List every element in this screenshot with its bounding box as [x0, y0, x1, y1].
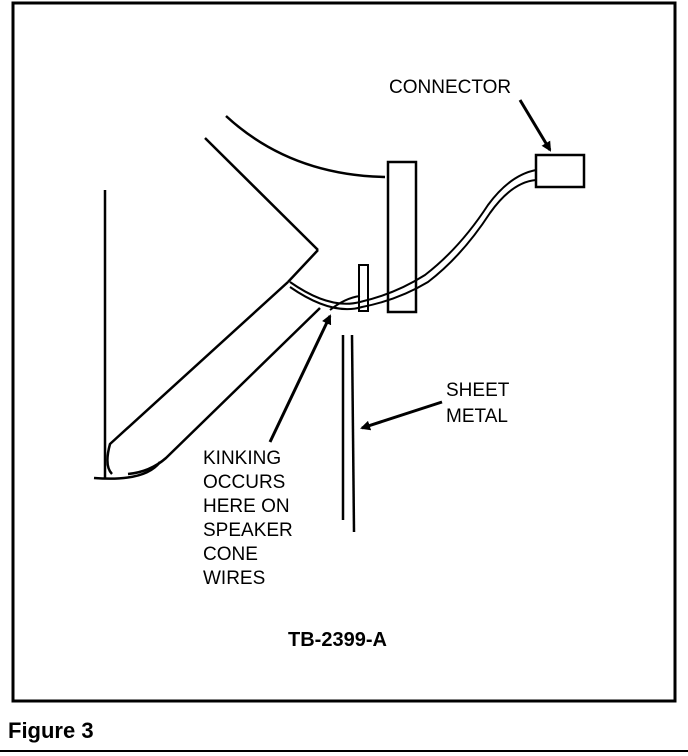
mounting-bracket — [386, 160, 418, 314]
figure-caption: Figure 3 — [8, 718, 94, 743]
sheet-metal-arrow — [360, 400, 443, 431]
wire-clip — [358, 264, 369, 312]
drawing-number: TB-2399-A — [288, 629, 387, 651]
kinking-label-line6: WIRES — [203, 568, 265, 589]
speaker-cone-wires — [289, 169, 537, 311]
kinking-label-line2: OCCURS — [203, 472, 285, 493]
connector-arrow — [518, 99, 552, 152]
sheet-metal-label-line2: METAL — [446, 406, 508, 427]
figure-border — [11, 1, 677, 703]
sheet-metal — [341, 334, 356, 533]
kinking-label-line4: SPEAKER — [203, 520, 293, 541]
kinking-label-line3: HERE ON — [203, 496, 290, 517]
kinking-label-line5: CONE — [203, 544, 258, 565]
kinking-arrow — [268, 314, 332, 443]
kinking-label-line1: KINKING — [203, 448, 281, 469]
speaker-cone — [93, 115, 386, 480]
connector-label: CONNECTOR — [389, 77, 511, 98]
sheet-metal-label-line1: SHEET — [446, 380, 510, 401]
connector-body — [534, 153, 586, 189]
